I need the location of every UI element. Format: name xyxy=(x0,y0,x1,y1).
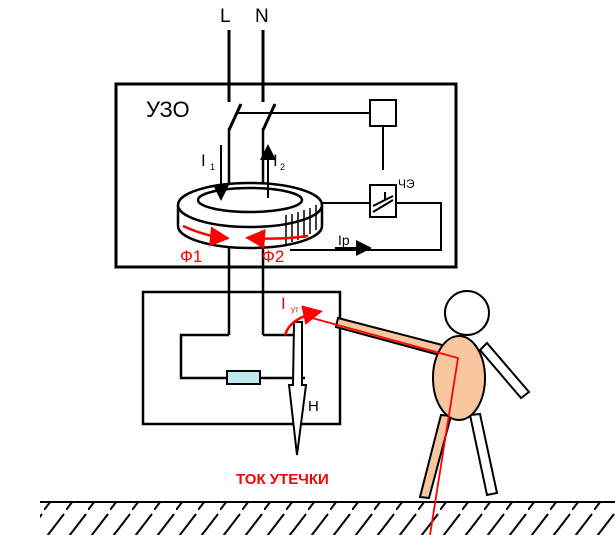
label-leak-current: I xyxy=(281,294,286,313)
label-current-2: I xyxy=(273,151,278,170)
label-rcd: УЗО xyxy=(146,97,190,122)
ground-hatching xyxy=(40,503,615,535)
sensing-element-box xyxy=(369,184,397,218)
label-sensing-element: ЧЭ xyxy=(398,177,415,191)
labels: L N УЗО I 1 I 2 ЧЭ Ip Ф1 Ф2 I ут Н ТОК У… xyxy=(146,6,415,488)
svg-text:1: 1 xyxy=(210,162,215,172)
label-load: Н xyxy=(308,398,319,415)
person-arm-right xyxy=(478,341,531,400)
svg-text:2: 2 xyxy=(280,162,285,172)
label-trip-current: Ip xyxy=(338,232,350,248)
svg-text:ут: ут xyxy=(291,305,299,314)
trip-mechanism-box xyxy=(369,99,397,127)
person-body xyxy=(432,335,486,421)
person-leg-right xyxy=(468,412,499,497)
person-head xyxy=(444,290,490,336)
label-neutral: N xyxy=(255,6,269,27)
leak-caption: ТОК УТЕЧКИ xyxy=(236,471,329,488)
resistor xyxy=(226,370,261,385)
wiring xyxy=(40,30,615,503)
label-current-1: I xyxy=(201,151,206,170)
label-flux-2: Ф2 xyxy=(262,247,284,266)
leak-path xyxy=(182,224,460,535)
load-box xyxy=(141,290,342,426)
rcd-box xyxy=(114,82,458,269)
label-line: L xyxy=(220,6,231,27)
label-flux-1: Ф1 xyxy=(180,247,202,266)
leak-arrow xyxy=(287,321,308,456)
